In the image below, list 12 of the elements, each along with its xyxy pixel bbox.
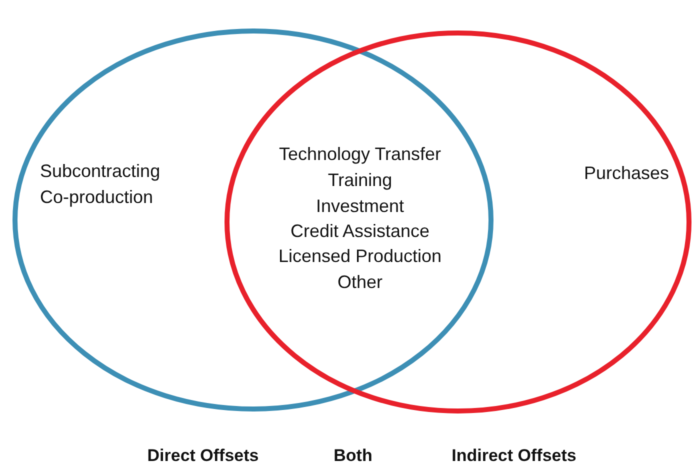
set-item: Purchases xyxy=(584,162,670,184)
set-item: Co-production xyxy=(40,186,154,208)
overlap-item: Other xyxy=(337,271,383,293)
overlap-item: Technology Transfer xyxy=(278,143,442,165)
set-title: Indirect Offsets xyxy=(452,445,576,464)
set-item: Subcontracting xyxy=(40,160,160,182)
overlap-item: Credit Assistance xyxy=(290,220,430,242)
set-title: Direct Offsets xyxy=(147,445,259,464)
overlap-item: Investment xyxy=(316,195,404,217)
overlap-item: Licensed Production xyxy=(278,245,442,267)
set-title: Both xyxy=(334,445,372,464)
overlap-item: Training xyxy=(328,169,392,191)
